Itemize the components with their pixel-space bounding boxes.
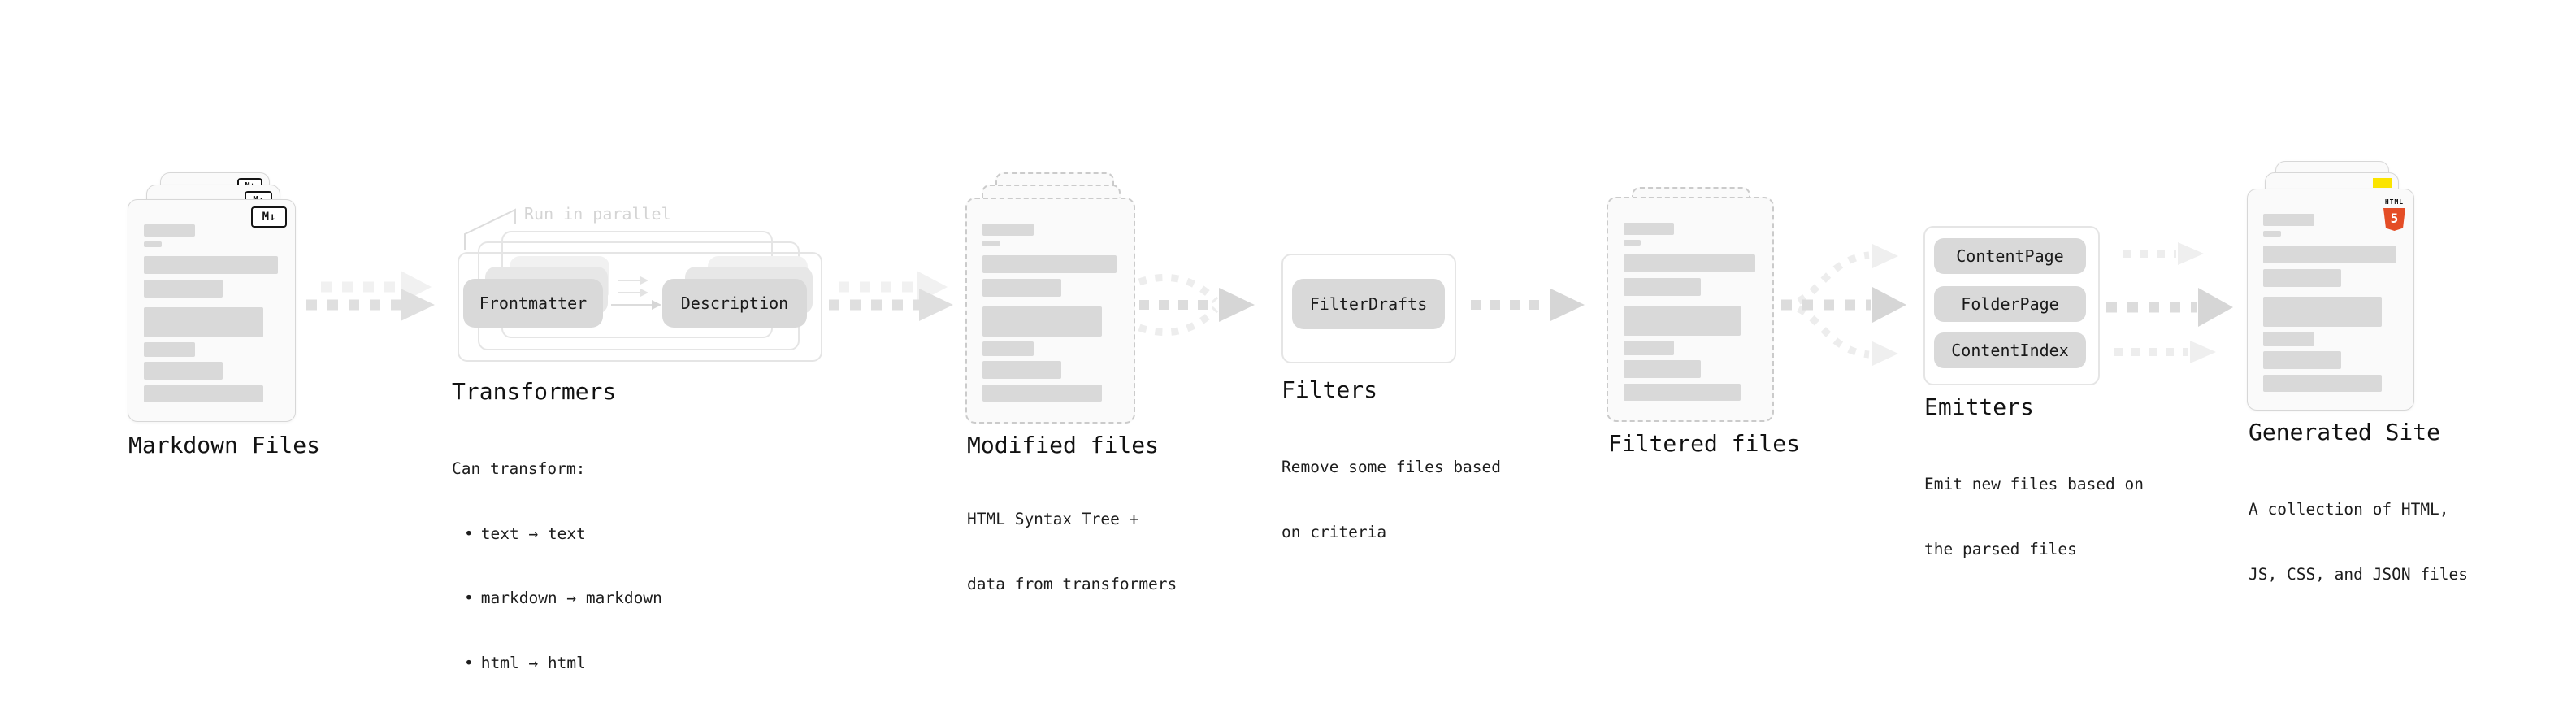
text-line-bar: [1624, 240, 1641, 246]
arrow-transformers-to-modified: [829, 271, 953, 321]
text-line-bar: [2263, 231, 2281, 237]
text-line-bar: [982, 306, 1102, 337]
caption-line: Can transform:: [452, 459, 586, 478]
text-line-bar: [1624, 223, 1675, 235]
markdown-file-card-front: M↓: [128, 199, 296, 422]
text-line-bar: [144, 280, 223, 298]
filtered-file-card: [1607, 197, 1774, 422]
transformer-description-node: Description: [662, 279, 807, 328]
emitters-box: [1923, 226, 2100, 385]
text-line-bar: [2263, 351, 2342, 369]
text-line-bar: [982, 385, 1102, 402]
text-line-bar: [982, 279, 1061, 297]
arrow-filters-to-filtered: [1471, 289, 1585, 321]
arrow-modified-to-filters: [1138, 273, 1255, 337]
text-line-bar: [1624, 360, 1702, 378]
text-line-bar: [1624, 306, 1741, 336]
parallel-transform-arrows: [611, 276, 661, 310]
text-line-bar: [982, 224, 1034, 236]
modified-file-card: [965, 198, 1135, 424]
text-line-bar: [144, 256, 279, 274]
caption-line: HTML Syntax Tree +: [967, 510, 1139, 528]
caption-line: Emit new files based on: [1924, 475, 2144, 493]
emitter-contentindex-node: ContentIndex: [1934, 332, 2086, 368]
transformers-label: Transformers: [452, 378, 617, 405]
caption-line: on criteria: [1281, 522, 1387, 541]
arrows-emitters-to-generated: [2106, 242, 2233, 363]
transform-bullet: •markdown → markdown: [464, 589, 662, 607]
text-line-bar: [982, 341, 1034, 356]
modified-files-caption: HTML Syntax Tree + data from transformer…: [967, 466, 1177, 638]
text-line-bar: [144, 342, 196, 357]
text-line-bar: [2263, 246, 2397, 263]
text-line-bar: [2263, 269, 2342, 287]
transform-bullet: •text → text: [464, 524, 586, 543]
markdown-files-label: Markdown Files: [128, 432, 321, 458]
transformers-caption: Can transform: •text → text •markdown → …: [452, 415, 662, 717]
text-line-bar: [2263, 297, 2383, 327]
javascript-icon: [2373, 178, 2392, 188]
markdown-icon: M↓: [251, 206, 287, 228]
filtered-files-label: Filtered files: [1608, 430, 1801, 457]
doc-content-placeholder: [982, 199, 1118, 402]
filter-filterdrafts-node: FilterDrafts: [1292, 279, 1445, 329]
text-line-bar: [1624, 278, 1702, 296]
text-line-bar: [144, 241, 162, 247]
text-line-bar: [982, 361, 1061, 379]
text-line-bar: [144, 307, 263, 337]
text-line-bar: [982, 255, 1117, 273]
emitter-folderpage-node: FolderPage: [1934, 286, 2086, 322]
generated-site-caption: A collection of HTML, JS, CSS, and JSON …: [2249, 456, 2468, 628]
generated-site-label: Generated Site: [2249, 419, 2441, 445]
transformers-box-front: [458, 252, 822, 362]
arrow-filtered-to-emitters: [1781, 244, 1906, 366]
text-line-bar: [982, 241, 1000, 246]
html5-icon: HTML 5: [2383, 192, 2405, 231]
transform-bullet: •html → html: [464, 653, 586, 672]
text-line-bar: [2263, 375, 2383, 392]
caption-line: JS, CSS, and JSON files: [2249, 564, 2469, 584]
doc-content-placeholder: [2263, 189, 2398, 392]
text-line-bar: [144, 224, 196, 237]
caption-line: A collection of HTML,: [2249, 500, 2449, 519]
emitter-contentpage-node: ContentPage: [1934, 238, 2086, 274]
generated-file-card-front: HTML 5: [2247, 189, 2414, 411]
caption-line: Remove some files based: [1281, 458, 1502, 476]
text-line-bar: [1624, 341, 1675, 355]
run-in-parallel-annotation: Run in parallel: [524, 204, 671, 224]
text-line-bar: [2263, 332, 2315, 346]
transformer-frontmatter-node: Frontmatter: [463, 279, 603, 328]
text-line-bar: [1624, 254, 1756, 272]
filters-box: [1281, 254, 1456, 363]
text-line-bar: [2263, 214, 2315, 226]
filters-label: Filters: [1281, 376, 1378, 403]
modified-files-label: Modified files: [967, 432, 1160, 458]
filters-caption: Remove some files based on criteria: [1281, 414, 1501, 586]
text-line-bar: [144, 362, 223, 380]
emitters-caption: Emit new files based on the parsed files: [1924, 431, 2144, 603]
doc-content-placeholder: [144, 200, 280, 402]
caption-line: the parsed files: [1924, 539, 2077, 558]
emitters-label: Emitters: [1924, 393, 2034, 420]
doc-content-placeholder: [1624, 198, 1757, 401]
pipeline-diagram: M↓ M↓ M↓ Markdown Files Run in parallel …: [128, 161, 2469, 672]
run-in-parallel-leader-line: [464, 208, 516, 250]
arrow-markdown-to-transformers: [306, 271, 435, 321]
text-line-bar: [144, 385, 263, 402]
caption-line: data from transformers: [967, 574, 1177, 593]
text-line-bar: [1624, 384, 1741, 401]
